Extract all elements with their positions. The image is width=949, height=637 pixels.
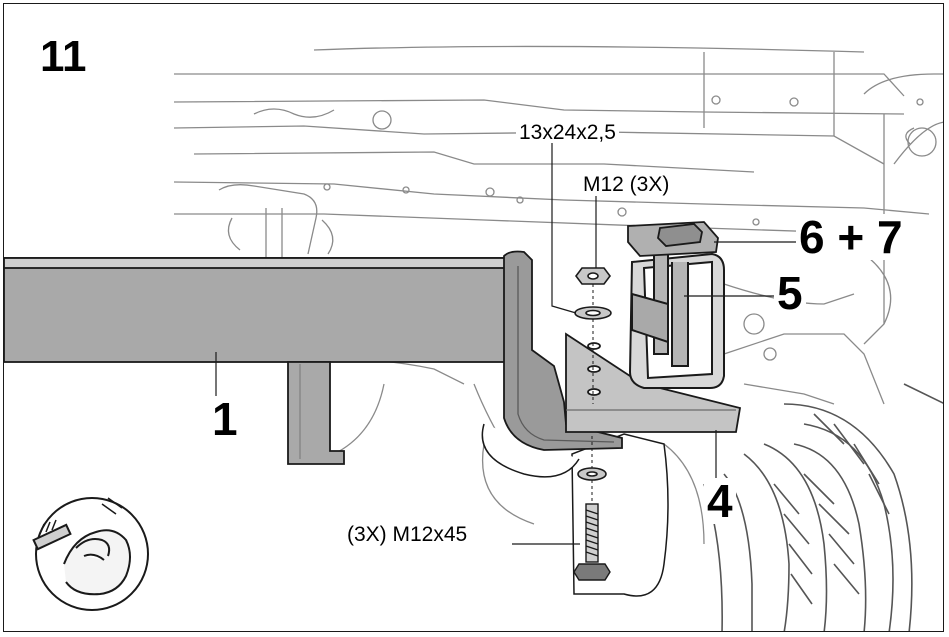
- lower-washer: [577, 467, 607, 481]
- leader-lines: [215, 138, 800, 545]
- crossbar-part-1: [4, 257, 525, 465]
- u-clamp-part-5: [628, 252, 725, 389]
- assembly-diagram: 11 1 4 5 6 + 7 13x24x2,5 M12 (3X) (3X) M…: [3, 3, 944, 632]
- label-part-5: 5: [774, 270, 806, 316]
- label-part-1: 1: [209, 396, 241, 442]
- rear-tire-sketch: [703, 383, 943, 631]
- label-nut-spec: M12 (3X): [580, 174, 673, 195]
- diagram-drawing: [4, 45, 943, 631]
- step-number: 11: [40, 32, 87, 81]
- clamp-plate-part-6-7: [627, 221, 719, 257]
- hand-tighten-icon: [32, 497, 149, 611]
- label-part-4: 4: [704, 478, 736, 524]
- label-bolt-spec: (3X) M12x45: [344, 524, 471, 545]
- upper-washer: [574, 306, 612, 320]
- alignment-guides: [591, 284, 594, 504]
- bolt-m12x45: [573, 503, 611, 581]
- label-washer-spec: 13x24x2,5: [516, 122, 619, 143]
- upper-nut: [575, 267, 611, 285]
- label-part-6-7: 6 + 7: [796, 214, 906, 260]
